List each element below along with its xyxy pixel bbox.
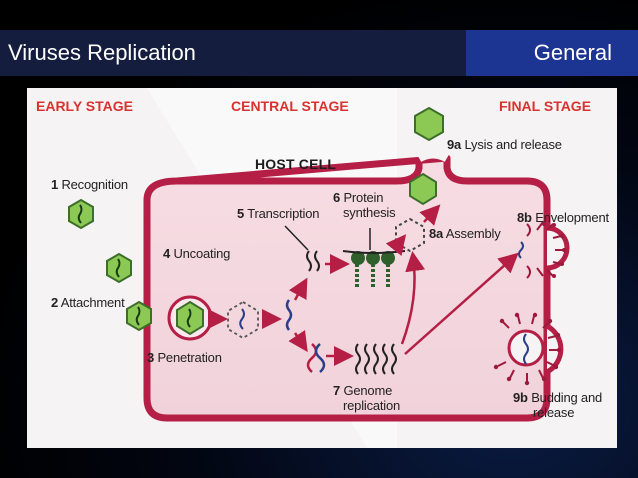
section-label: General bbox=[466, 30, 638, 76]
step-recognition: 1 Recognition bbox=[51, 177, 128, 192]
step-envelopment: 8b Envelopment bbox=[517, 210, 609, 225]
virion-released bbox=[409, 172, 437, 206]
stage-final: FINAL STAGE bbox=[499, 98, 592, 114]
step-budding-release: 9b Budding and release bbox=[513, 390, 603, 420]
host-cell-membrane bbox=[143, 154, 551, 422]
title-bar: Viruses Replication General bbox=[0, 30, 638, 76]
mrna-strands bbox=[306, 250, 320, 272]
step-transcription: 5 Transcription bbox=[237, 206, 320, 221]
diagram-graphics bbox=[68, 88, 570, 448]
dna-helix bbox=[306, 343, 326, 373]
uncoating-capsid bbox=[227, 300, 259, 340]
stage-central: CENTRAL STAGE bbox=[231, 98, 349, 114]
ribosomes bbox=[342, 250, 406, 289]
replicated-genomes bbox=[355, 343, 397, 375]
step-penetration: 3 Penetration bbox=[147, 350, 222, 365]
replication-diagram: EARLY STAGE CENTRAL STAGE FINAL STAGE HO… bbox=[27, 88, 617, 448]
step-lysis-release: 9a Lysis and release bbox=[447, 137, 562, 152]
step-assembly: 8a Assembly bbox=[429, 226, 501, 241]
step-attachment: 2 Attachment bbox=[51, 295, 125, 310]
virion-penetration-vesicle bbox=[167, 295, 213, 341]
virion-attachment bbox=[126, 300, 152, 332]
label-pointers bbox=[284, 225, 371, 251]
step-protein-synthesis: 6 Protein synthesis bbox=[333, 190, 396, 220]
virion-recognition bbox=[68, 198, 94, 230]
virion-attachment-upper bbox=[106, 252, 132, 284]
viral-genome bbox=[285, 299, 293, 331]
stage-early: EARLY STAGE bbox=[36, 98, 133, 114]
step-uncoating: 4 Uncoating bbox=[163, 246, 231, 261]
virion-lysis bbox=[414, 106, 444, 142]
step-genome-replication: 7 Genome replication bbox=[333, 383, 401, 413]
slide-title: Viruses Replication bbox=[0, 30, 466, 76]
enveloped-virion-upper bbox=[518, 221, 566, 279]
pathway-arrows bbox=[208, 204, 519, 366]
assembly-capsid bbox=[395, 217, 425, 253]
enveloped-virion-budding bbox=[493, 312, 562, 386]
host-cell-label: HOST CELL bbox=[255, 156, 337, 172]
